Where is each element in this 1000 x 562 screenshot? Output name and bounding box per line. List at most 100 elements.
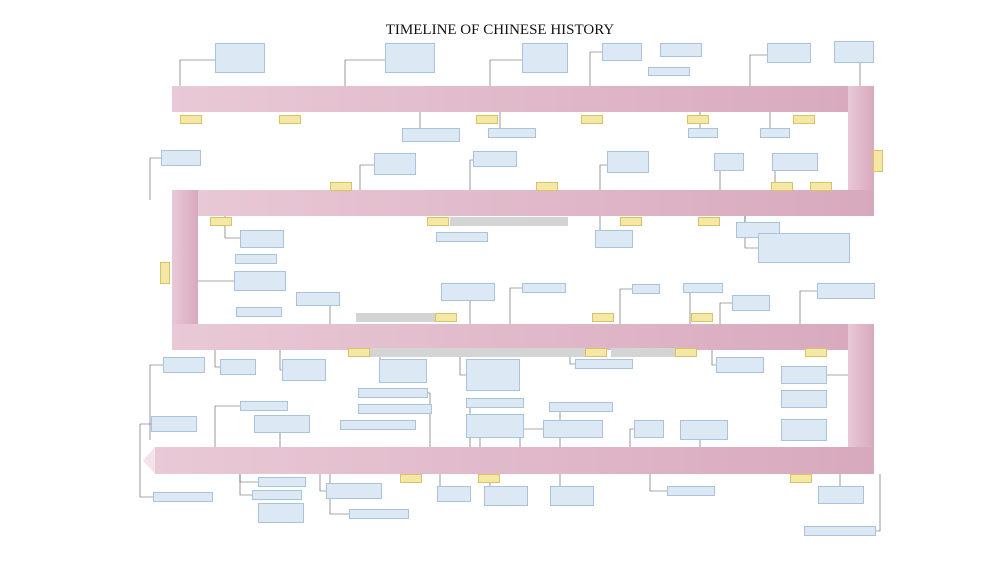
event-note [818,486,864,504]
connector-line [459,350,466,376]
connector-line [214,405,240,447]
event-note [522,43,568,73]
gray-band [370,348,598,357]
event-note [379,359,427,383]
event-note [634,420,664,438]
year-marker [771,182,793,191]
connector-line [344,59,385,86]
year-marker [675,348,697,357]
year-marker [435,313,457,322]
event-note [549,402,613,412]
year-marker [592,313,614,322]
year-marker [180,115,202,124]
event-note [215,43,265,73]
event-note [374,153,416,175]
gray-band [611,348,681,357]
event-note [441,283,495,301]
event-note [781,366,827,384]
event-note [240,230,284,248]
year-marker [585,348,607,357]
connector-line [619,288,632,324]
event-note [781,390,827,408]
event-note [437,486,471,502]
event-note [358,388,428,398]
event-note [254,415,310,433]
event-note [543,420,603,438]
year-marker [698,217,720,226]
event-note [488,128,536,138]
event-note [258,477,306,487]
event-note [340,420,416,430]
event-note [484,486,528,506]
connector-line [239,474,258,483]
gray-band [450,217,568,226]
event-note [602,43,642,61]
event-note [402,128,460,142]
year-marker [478,474,500,483]
event-note [163,357,205,373]
year-marker [400,474,422,483]
connector-line [149,364,163,440]
year-marker [691,313,713,322]
event-note [817,283,875,299]
event-note [436,232,488,242]
year-marker [810,182,832,191]
connector-line [149,157,161,200]
event-note [595,230,633,248]
year-marker [805,348,827,357]
connector-line [279,350,282,371]
event-note [667,486,715,496]
connector-line [509,287,522,324]
connector-line [711,350,716,366]
event-note [758,233,850,263]
year-marker [476,115,498,124]
event-note [575,359,633,369]
connector-line [649,474,667,492]
event-note [153,492,213,502]
year-marker [687,115,709,124]
connector-line [629,428,634,447]
event-note [607,151,649,173]
event-note [151,416,197,432]
event-note [760,128,790,138]
event-note [236,307,282,317]
event-note [161,150,201,166]
event-note [252,490,302,500]
year-marker [620,217,642,226]
connector-line [469,159,473,190]
year-marker [536,182,558,191]
event-note [466,359,520,391]
ribbon-arrow [143,447,155,474]
year-marker [210,217,232,226]
year-marker [160,262,170,284]
year-marker [581,115,603,124]
event-note [732,295,770,311]
event-note [714,153,744,171]
event-note [781,419,827,441]
connector-line [749,54,767,86]
event-note [466,414,524,438]
year-marker [427,217,449,226]
connector-line [589,51,602,86]
ribbon-band [155,447,872,474]
year-marker [793,115,815,124]
event-note [632,284,660,294]
event-note [282,359,326,381]
year-marker [873,150,883,172]
gray-band [356,313,446,322]
connector-line [179,59,215,86]
event-note [234,271,286,291]
ribbon-band [172,190,874,216]
event-note [349,509,409,519]
event-note [772,153,818,171]
connector-line [139,423,151,474]
year-marker [279,115,301,124]
connector-line [359,164,374,190]
event-note [804,526,876,536]
connector-line [599,164,607,190]
event-note [522,283,566,293]
connector-line [489,59,522,86]
event-note [296,292,340,306]
